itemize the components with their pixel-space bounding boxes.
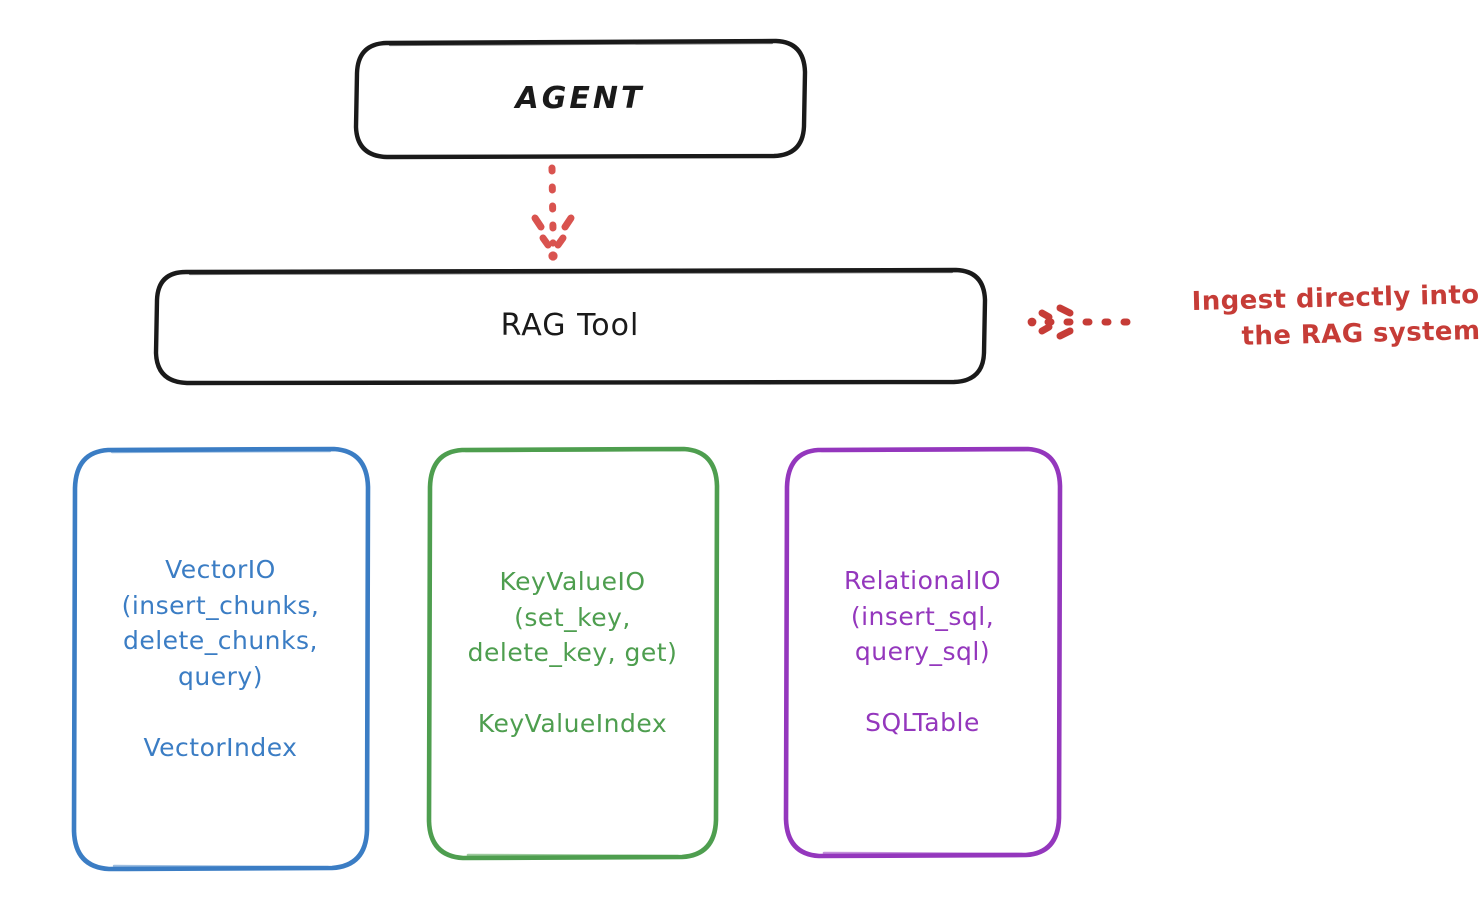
relational-io-box-outline [783,446,1063,859]
key-value-io-node[interactable]: KeyValueIO (set_key, delete_key, get) Ke… [428,448,717,858]
vector-io-node[interactable]: VectorIO (insert_chunks, delete_chunks, … [73,448,368,869]
agent-node-label: AGENT [515,81,645,117]
ingest-annotation: Ingest directly into the RAG system [1150,280,1480,354]
agent-box-outline [353,38,808,160]
key-value-io-node-label: KeyValueIO (set_key, delete_key, get) Ke… [467,567,678,739]
rag-tool-node-label: RAG Tool [500,308,640,344]
rag-tool-node[interactable]: RAG Tool [155,270,985,382]
relational-io-node-label: RelationalIO (insert_sql, query_sql) SQL… [843,566,1002,738]
rag-tool-box-outline [153,267,988,386]
agent-to-rag-tool-connector [531,164,575,261]
ingest-annotation-arrow [1027,304,1140,340]
relational-io-node[interactable]: RelationalIO (insert_sql, query_sql) SQL… [785,448,1060,856]
vector-io-node-label: VectorIO (insert_chunks, delete_chunks, … [121,555,320,762]
vector-io-box-outline [71,446,371,872]
agent-node[interactable]: AGENT [355,41,805,157]
key-value-io-box-outline [426,446,720,861]
ingest-annotation-text: Ingest directly into the RAG system [1191,279,1481,352]
